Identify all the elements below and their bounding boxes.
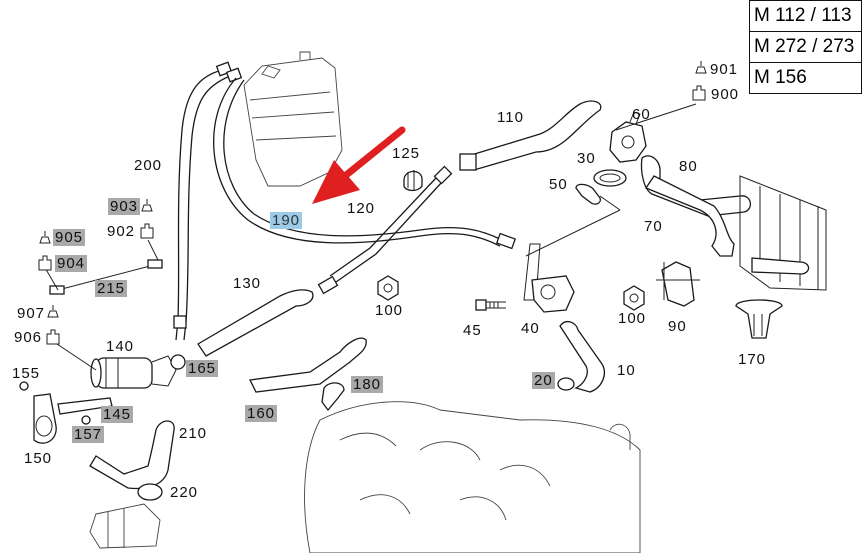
part-label-215[interactable]: 215 (95, 280, 128, 297)
grommet-170[interactable] (735, 299, 783, 339)
part-label-50[interactable]: 50 (549, 176, 568, 193)
part-label-907[interactable]: 907 (17, 305, 46, 322)
part-label-155[interactable]: 155 (12, 365, 41, 382)
part-label-10[interactable]: 10 (617, 362, 636, 379)
part-label-903[interactable]: 903 (108, 198, 141, 215)
model-table: M 112 / 113 M 272 / 273 M 156 (749, 0, 862, 94)
nut-100-b[interactable] (623, 285, 645, 311)
bolt-45[interactable] (475, 299, 506, 311)
part-label-60[interactable]: 60 (632, 106, 651, 123)
hose-80[interactable] (640, 155, 751, 217)
weight-icon (141, 199, 153, 212)
expansion-tank-drawing (243, 51, 343, 187)
connector-icon (692, 85, 706, 101)
hose-160[interactable] (249, 337, 367, 393)
bracket-150[interactable] (33, 393, 57, 444)
part-label-200[interactable]: 200 (134, 157, 163, 174)
clamp-220[interactable] (137, 483, 163, 501)
weight-icon (695, 61, 707, 74)
weight-icon (47, 305, 59, 318)
part-label-45[interactable]: 45 (463, 322, 482, 339)
connector-icon (38, 255, 52, 271)
leader-lines (43, 103, 697, 371)
connector-icon (140, 223, 154, 239)
hose-120[interactable] (317, 165, 453, 295)
part-label-210[interactable]: 210 (179, 425, 208, 442)
part-label-30[interactable]: 30 (577, 150, 596, 167)
part-label-140[interactable]: 140 (106, 338, 135, 355)
part-label-110[interactable]: 110 (497, 109, 524, 126)
hose-200[interactable] (173, 61, 243, 341)
pump-drawing-bottom (89, 503, 161, 549)
grommet-125[interactable] (403, 170, 423, 192)
engine-block-drawing (304, 401, 641, 553)
clip-165[interactable] (170, 354, 186, 370)
model-row: M 112 / 113 (749, 0, 862, 32)
part-label-120[interactable]: 120 (347, 200, 376, 217)
part-label-90[interactable]: 90 (668, 318, 687, 335)
part-label-165[interactable]: 165 (186, 360, 219, 377)
part-label-906[interactable]: 906 (14, 329, 43, 346)
harness-215[interactable] (49, 259, 163, 295)
part-label-905[interactable]: 905 (53, 229, 86, 246)
part-label-160[interactable]: 160 (245, 405, 278, 422)
part-label-40[interactable]: 40 (521, 320, 540, 337)
callout-arrow (312, 126, 406, 204)
part-label-145[interactable]: 145 (101, 406, 134, 423)
part-label-180[interactable]: 180 (351, 376, 384, 393)
hose-190[interactable] (212, 77, 517, 250)
pump-140[interactable] (90, 355, 185, 389)
part-label-190[interactable]: 190 (270, 212, 303, 229)
valve-60[interactable] (609, 111, 647, 163)
bracket-90[interactable] (656, 261, 700, 307)
hose-110[interactable] (459, 100, 602, 171)
nut-100-a[interactable] (377, 275, 399, 301)
part-label-157[interactable]: 157 (72, 426, 105, 443)
connector-icon (46, 329, 60, 345)
clamp-20[interactable] (557, 377, 575, 391)
part-label-20[interactable]: 20 (532, 372, 555, 389)
bolt-157[interactable] (81, 415, 91, 425)
part-label-170[interactable]: 170 (738, 351, 767, 368)
part-label-901[interactable]: 901 (710, 61, 739, 78)
model-row: M 272 / 273 (749, 31, 862, 63)
part-label-220[interactable]: 220 (170, 484, 199, 501)
clip-180[interactable] (321, 382, 345, 412)
housing-40[interactable] (523, 195, 621, 313)
hose-130[interactable] (197, 289, 314, 357)
part-label-125[interactable]: 125 (392, 145, 421, 162)
hose-70[interactable] (645, 175, 735, 257)
model-row: M 156 (749, 62, 862, 94)
washer-155[interactable] (19, 381, 29, 391)
part-label-904[interactable]: 904 (55, 255, 88, 272)
part-label-902[interactable]: 902 (107, 223, 136, 240)
hose-10[interactable] (559, 320, 605, 393)
part-label-80[interactable]: 80 (679, 158, 698, 175)
radiator-drawing (739, 175, 827, 291)
clamp-30[interactable] (593, 169, 627, 187)
part-label-100-a[interactable]: 100 (375, 302, 404, 319)
hose-50[interactable] (575, 183, 601, 205)
part-label-900[interactable]: 900 (711, 86, 740, 103)
part-label-70[interactable]: 70 (644, 218, 663, 235)
part-label-100-b[interactable]: 100 (618, 310, 647, 327)
part-label-150[interactable]: 150 (24, 450, 53, 467)
part-label-130[interactable]: 130 (233, 275, 262, 292)
weight-icon (39, 231, 51, 244)
